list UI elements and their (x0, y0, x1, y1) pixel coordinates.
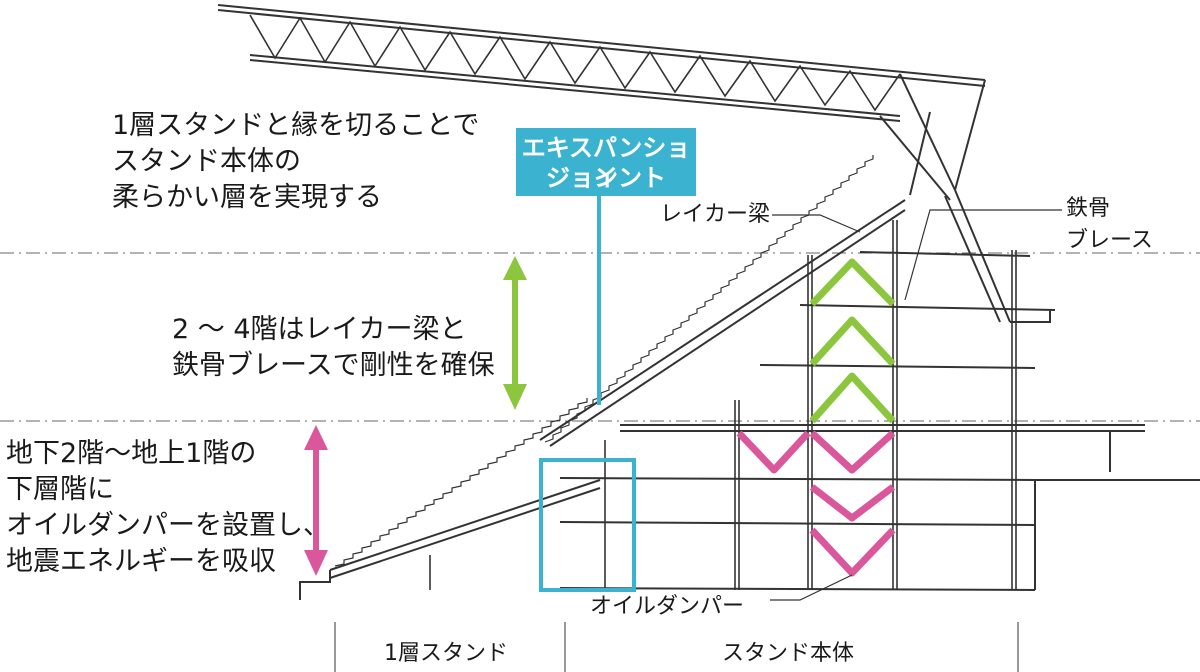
upper-floors-note: 2 ～ 4階はレイカー梁と 鉄骨ブレースで剛性を確保 (172, 316, 495, 388)
magenta-range-arrow (304, 425, 328, 576)
roof-note: 1層スタンドと縁を切ることで スタンド本体の 柔らかい層を実現する (112, 112, 479, 220)
stand-body-label: スタンド本体 (722, 641, 855, 666)
steel-brace-line-2: ブレース (1066, 228, 1153, 253)
expansion-joint-label: エキスパンション ジョイント (516, 128, 696, 196)
steel-brace-label: 鉄骨 ブレース (1066, 198, 1153, 252)
lower-note-line-3: オイルダンパーを設置し、 (6, 510, 330, 541)
expansion-joint-line-2: ジョイント (546, 164, 666, 192)
steel-braces (809, 258, 896, 424)
raker-beam-label: レイカー梁 (660, 202, 771, 227)
lower-note-line-1: 地下2階～地上1階の (6, 438, 257, 469)
lower-note-line-2: 下層階に (6, 474, 114, 505)
oil-damper-label: オイルダンパー (590, 594, 745, 619)
oil-dampers (736, 430, 896, 577)
steel-brace-line-1: 鉄骨 (1066, 196, 1111, 221)
upper-note-line-1: 2 ～ 4階はレイカー梁と (172, 314, 467, 345)
green-range-arrow (503, 256, 527, 410)
lower-note-line-4: 地震エネルギーを吸収 (6, 546, 276, 577)
first-stand-label: 1層スタンド (384, 641, 508, 666)
upper-note-line-2: 鉄骨ブレースで剛性を確保 (172, 350, 495, 381)
section-brackets (334, 622, 1019, 672)
roof-truss (217, 4, 1011, 323)
expansion-joint-line-1: エキスパンション (521, 134, 691, 192)
expansion-joint-frame (539, 458, 636, 592)
roof-note-line-1: 1層スタンドと縁を切ることで (112, 110, 480, 141)
roof-note-line-2: スタンド本体の (112, 146, 301, 177)
lower-floors-note: 地下2階～地上1階の 下層階に オイルダンパーを設置し、 地震エネルギーを吸収 (6, 440, 330, 584)
roof-note-line-3: 柔らかい層を実現する (112, 182, 382, 213)
leader-lines (770, 209, 1062, 601)
columns (429, 220, 1017, 590)
